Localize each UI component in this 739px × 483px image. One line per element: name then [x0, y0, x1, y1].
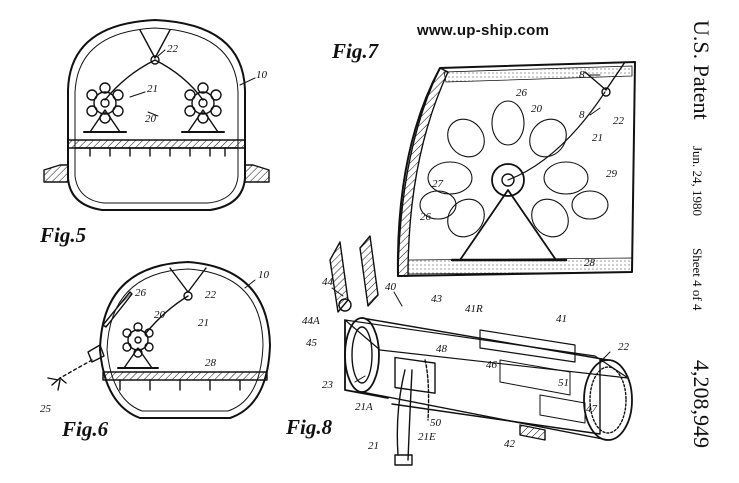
fig8-ref-46: 46	[486, 359, 498, 371]
fig7-ref-26-left: 26	[420, 211, 432, 223]
figure-5-drawing	[43, 19, 270, 211]
fig6-ref-25: 25	[40, 403, 52, 415]
fig5-ref-10: 10	[256, 69, 268, 81]
fig5-ref-20: 20	[145, 113, 157, 125]
fig7-ref-27: 27	[432, 178, 444, 190]
fig8-ref-41: 41	[556, 313, 567, 325]
fig6-ref-26: 26	[135, 287, 147, 299]
fig8-ref-45: 45	[306, 337, 318, 349]
fig6-ref-21: 21	[198, 317, 209, 329]
fig8-ref-22: 22	[618, 341, 630, 353]
fig8-ref-21E: 21E	[418, 431, 436, 443]
fig5-ref-21: 21	[147, 83, 158, 95]
fig5-ref-22: 22	[167, 43, 179, 55]
fig8-ref-41R: 41R	[465, 303, 483, 315]
fig7-ref-8-mid: 8	[579, 109, 585, 121]
fig8-ref-43: 43	[431, 293, 443, 305]
watermark-text: www.up-ship.com	[417, 22, 550, 39]
fig6-ref-22: 22	[205, 289, 217, 301]
fig8-ref-44A: 44A	[302, 315, 320, 327]
fig8-ref-47: 47	[586, 403, 598, 415]
figure-6-drawing	[47, 261, 271, 419]
fig8-ref-21: 21	[368, 440, 379, 452]
fig8-ref-42: 42	[504, 438, 516, 450]
fig7-ref-22: 22	[613, 115, 625, 127]
fig8-ref-40: 40	[385, 281, 397, 293]
fig6-ref-28: 28	[205, 357, 217, 369]
fig6-ref-20: 20	[154, 309, 166, 321]
fig8-ref-48: 48	[436, 343, 448, 355]
fig8-ref-50: 50	[430, 417, 442, 429]
fig6-ref-10: 10	[258, 269, 270, 281]
fig7-ref-28: 28	[584, 257, 596, 269]
figure-8-drawing	[329, 235, 633, 466]
fig5-title: Fig.5	[39, 223, 86, 247]
fig8-ref-21A: 21A	[355, 401, 373, 413]
fig7-ref-26-top: 26	[516, 87, 528, 99]
fig7-title: Fig.7	[331, 39, 380, 63]
fig6-title: Fig.6	[61, 417, 109, 441]
fig7-ref-21: 21	[592, 132, 603, 144]
figure-7-drawing	[396, 61, 636, 277]
fig8-title: Fig.8	[285, 415, 333, 439]
fig8-ref-23: 23	[322, 379, 334, 391]
fig8-ref-44: 44	[322, 276, 334, 288]
fig7-ref-8-top: 8	[579, 69, 585, 81]
fig7-ref-29: 29	[606, 168, 618, 180]
fig8-ref-51: 51	[558, 377, 569, 389]
fig7-ref-20: 20	[531, 103, 543, 115]
